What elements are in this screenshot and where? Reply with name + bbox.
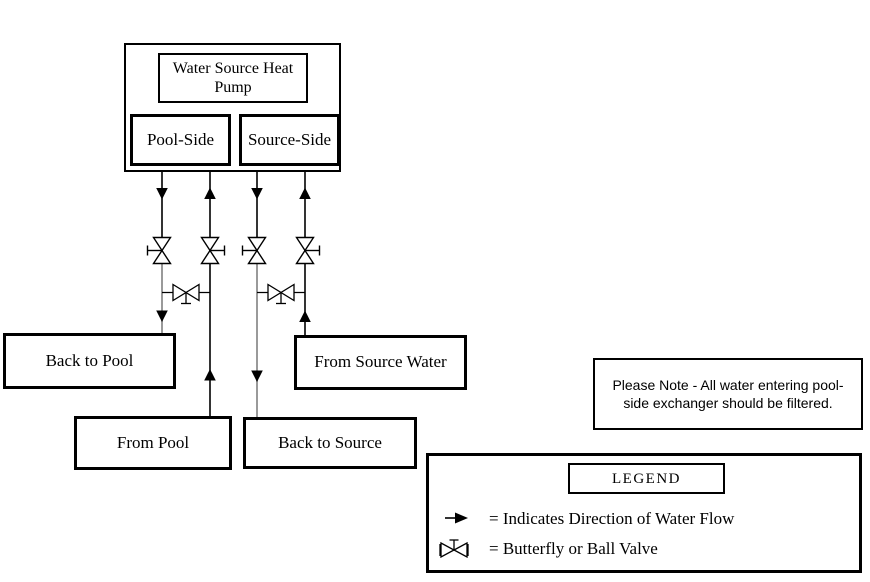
bypass-valve-icon (172, 283, 200, 305)
pool-bypass-line (162, 283, 210, 305)
flow-arrow-down-icon (156, 310, 168, 322)
heat-pump-outer-box (124, 43, 341, 172)
heat-pump-title-box: Water Source Heat Pump (158, 53, 308, 103)
butterfly-valve-icon (241, 236, 267, 265)
from-source-water-label: From Source Water (314, 352, 447, 372)
legend-title-box: LEGEND (568, 463, 725, 494)
note-text: Please Note - All water entering pool-si… (612, 376, 844, 411)
back-to-pool-label: Back to Pool (45, 350, 134, 370)
source-side-label: Source-Side (247, 129, 332, 149)
flow-arrow-up-icon (299, 187, 311, 199)
flow-arrow-icon (445, 512, 468, 524)
heat-pump-title: Water Source Heat Pump (172, 59, 294, 96)
pool-side-box: Pool-Side (130, 114, 231, 166)
note-box: Please Note - All water entering pool-si… (593, 358, 863, 430)
legend-title: LEGEND (612, 470, 681, 487)
butterfly-valve-icon (146, 236, 172, 265)
flow-arrow-up-icon (204, 187, 216, 199)
from-source-water-box: From Source Water (294, 335, 467, 390)
from-pool-box: From Pool (74, 416, 232, 470)
source-side-box: Source-Side (239, 114, 340, 166)
pool-supply-pipe (200, 172, 226, 416)
back-to-pool-box: Back to Pool (3, 333, 176, 389)
flow-arrow-down-icon (251, 188, 263, 200)
butterfly-valve-icon (295, 236, 321, 265)
flow-arrow-up-icon (299, 310, 311, 322)
source-bypass-line (257, 283, 305, 305)
butterfly-valve-icon (200, 236, 226, 265)
flow-arrow-up-icon (204, 369, 216, 381)
source-supply-pipe (295, 172, 321, 335)
pool-side-label: Pool-Side (146, 129, 215, 149)
flow-arrow-down-icon (251, 370, 263, 382)
legend-flow-label: = Indicates Direction of Water Flow (489, 509, 735, 528)
legend-valve-label: = Butterfly or Ball Valve (489, 539, 658, 558)
back-to-source-box: Back to Source (243, 417, 417, 469)
flow-arrow-down-icon (156, 188, 168, 200)
from-pool-label: From Pool (116, 432, 190, 452)
source-return-pipe (241, 172, 267, 417)
pool-return-pipe (146, 172, 172, 333)
bypass-valve-icon (267, 283, 295, 305)
butterfly-valve-icon (439, 539, 469, 558)
back-to-source-label: Back to Source (278, 432, 382, 452)
